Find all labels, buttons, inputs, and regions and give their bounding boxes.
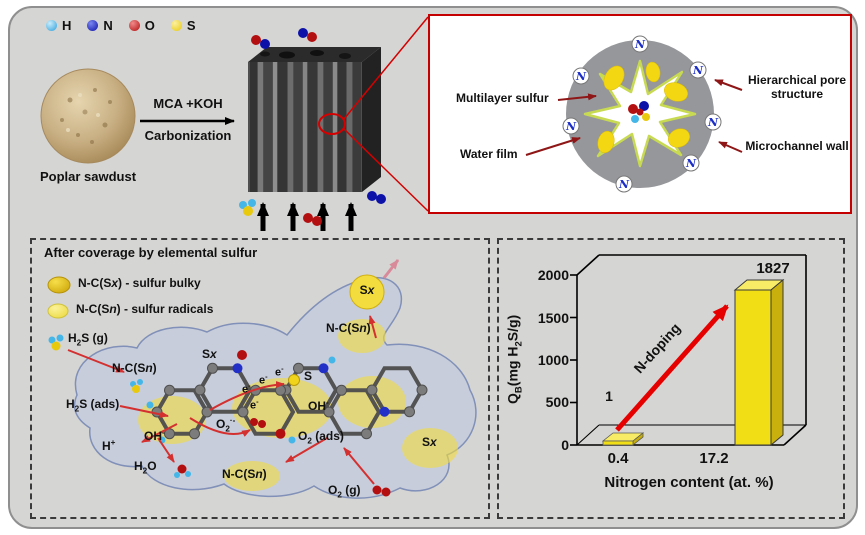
n-site-label: N (575, 70, 587, 83)
bar-value-low: 1 (605, 388, 613, 404)
mechanism-title: After coverage by elemental sulfur (44, 245, 258, 260)
y-tick-1500: 1500 (537, 310, 569, 326)
n-site-label: N (618, 178, 630, 191)
electron-label-2: e- (259, 372, 268, 387)
reaction-reagents-label: MCA +KOH (153, 96, 223, 111)
legend-radicals-blob (47, 303, 69, 319)
adsorption-chart-box: QB(mg H2S/g) 0 500 1000 1500 2000 1 1827… (497, 238, 845, 519)
microchannel-graphic: N N N N N N N (525, 35, 743, 193)
mechanism-molecules (48, 334, 391, 497)
multilayer-sulfur-label: Multilayer sulfur (456, 91, 549, 105)
sx-label-1: Sx (202, 347, 217, 361)
s-atom-label: S (186, 18, 196, 33)
electron-label-4: e- (250, 397, 259, 412)
reaction-process-label: Carbonization (144, 128, 232, 143)
y-tick-1000: 1000 (537, 352, 569, 368)
x-axis-title: Nitrogen content (at. %) (604, 474, 774, 491)
n-site-label: N (634, 38, 646, 51)
h-atom-icon (46, 20, 57, 31)
y-tick-0: 0 (561, 437, 569, 453)
reaction-pathway-arrows (67, 315, 377, 485)
pore-structure-inset: N N N N N N N Multilayer sulfur Hierarch… (428, 14, 852, 214)
bar-value-high: 1827 (756, 260, 790, 277)
y-tick-2000: 2000 (537, 267, 569, 283)
hydroxide-label-1: OH- (144, 428, 165, 443)
legend-bulky-label: N-C(Sx) - sulfur bulky (78, 276, 201, 290)
n-site-label: N (685, 157, 697, 170)
sulfur-release-arrow (382, 259, 400, 279)
sulfur-bulky-blob (349, 274, 385, 310)
x-tick-high: 17.2 (699, 450, 729, 467)
carbon-block (248, 47, 381, 192)
gas-molecules (239, 28, 386, 226)
bar-low-n (601, 432, 645, 446)
ncsn-label-1: N-C(Sn) (112, 361, 157, 375)
h2o-label: H2O (134, 459, 157, 476)
legend-bulky-blob (47, 276, 71, 294)
n-doping-arrow (615, 304, 729, 432)
s-atom-icon (170, 20, 182, 31)
atom-legend: H N O S (46, 18, 196, 33)
mechanism-box: After coverage by elemental sulfur N-C(S… (30, 238, 490, 519)
legend-item-o: O (128, 18, 155, 33)
sx-label-3: Sx (422, 435, 437, 449)
n-site-label: N (707, 116, 719, 129)
h2s-ads-label: H2S (ads) (66, 397, 120, 414)
material-label: Poplar sawdust (39, 169, 137, 184)
h-atom-label: H (62, 18, 72, 33)
gas-flow-arrows (257, 202, 357, 231)
legend-radicals-label: N-C(Sn) - sulfur radicals (76, 302, 214, 316)
y-tick-500: 500 (545, 394, 569, 410)
n-atom-icon (87, 20, 99, 31)
synthesis-artwork (40, 16, 429, 231)
water-film-label: Water film (460, 147, 518, 161)
o2-ads-label: O2 (ads) (298, 429, 344, 446)
microchannel-wall-label: Microchannel wall (745, 139, 849, 153)
n-site-label: N (565, 120, 577, 133)
inset-callout-arrows (525, 79, 743, 156)
sx-label-2: Sx (359, 283, 375, 297)
legend-item-h: H (46, 18, 71, 33)
legend-item-n: N (87, 18, 113, 33)
h2s-gas-label: H2S (g) (68, 331, 108, 348)
o-atom-label: O (144, 18, 155, 33)
adsorbed-molecules (628, 101, 650, 123)
s-atom-label: S (304, 369, 313, 383)
o2-gas-label: O2 (g) (328, 483, 361, 500)
superoxide-label: O2·- (216, 416, 236, 434)
nitrogen-sites: N N N N N N N (562, 35, 722, 193)
o-atom-icon (128, 20, 140, 31)
n-atom-label: N (103, 18, 113, 33)
lattice-atoms (146, 350, 428, 444)
x-tick-low: 0.4 (607, 450, 629, 467)
n-site-label: N (692, 64, 704, 77)
poplar-sawdust-image (40, 68, 136, 164)
electron-label-1: e- (242, 381, 251, 396)
bar-chart-graphic (570, 254, 807, 447)
legend-item-s: S (170, 18, 196, 33)
electron-label-3: e- (275, 364, 284, 379)
bar-high-n (733, 278, 785, 447)
ncsn-label-3: N-C(Sn) (326, 321, 371, 335)
hierarchical-pore-label: Hierarchical pore structure (747, 73, 847, 101)
mechanism-graphic (47, 259, 477, 499)
y-axis-title: QB(mg H2S/g) (504, 314, 525, 404)
zoom-callout (318, 16, 429, 212)
y-axis-ticks (570, 274, 577, 446)
h-plus-label: H+ (102, 438, 116, 453)
sulfur-deposits (597, 61, 690, 154)
ncsn-label-2: N-C(Sn) (222, 467, 267, 481)
hydroxide-label-2: OH- (308, 398, 329, 413)
